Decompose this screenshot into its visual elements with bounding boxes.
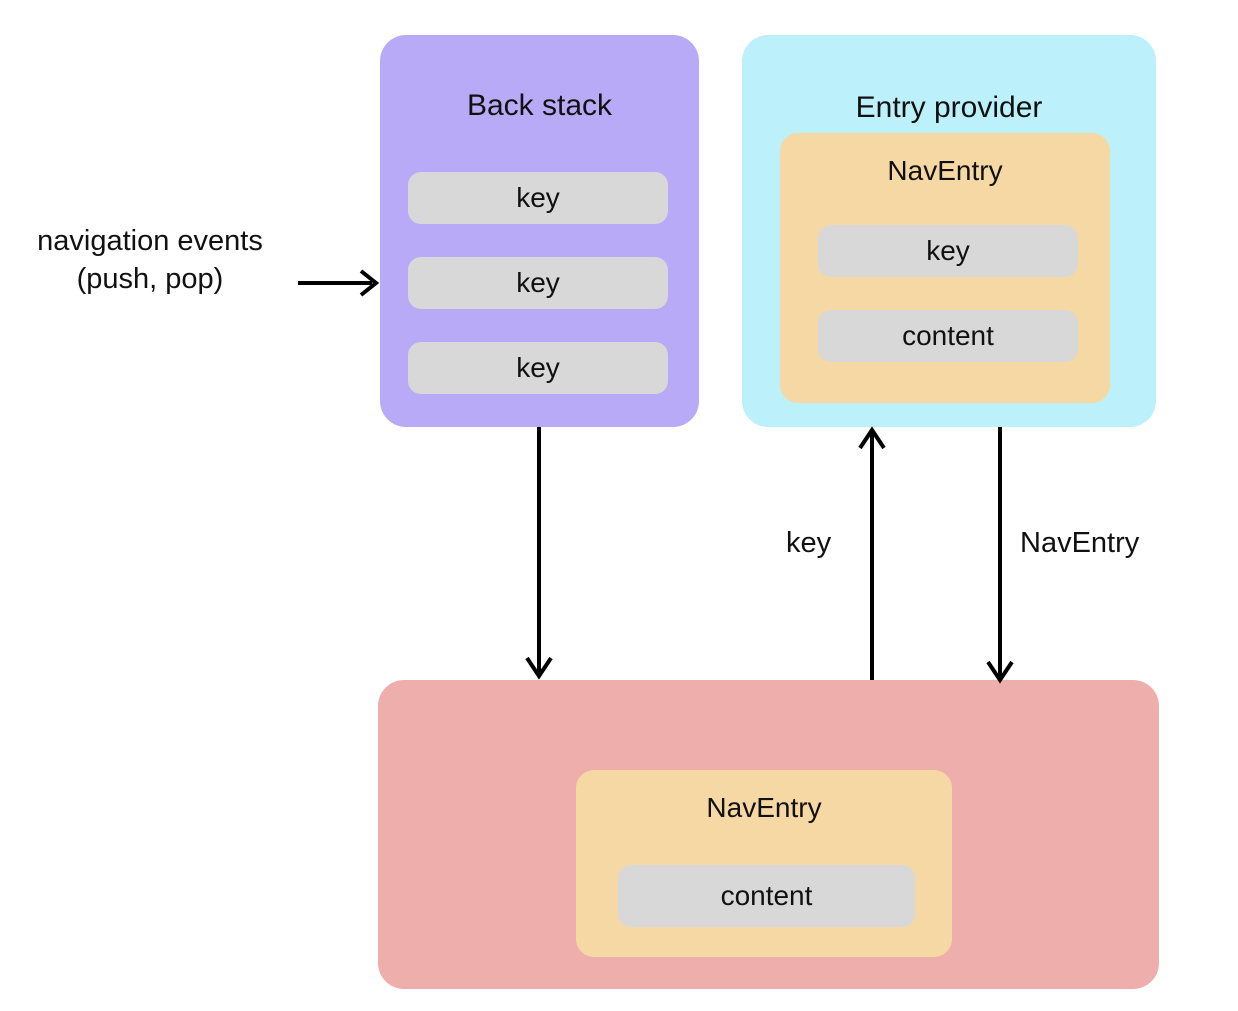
back-stack-key-pill: key xyxy=(408,257,668,309)
back-stack-title: Back stack xyxy=(466,89,613,122)
entry-provider-node: Entry provider NavEntry key content xyxy=(742,35,1156,427)
entry-provider-key-pill: key xyxy=(818,225,1078,277)
nav-entry-arrow xyxy=(986,427,1014,684)
nav-display-node: NavDisplay (default configuration) NavEn… xyxy=(378,680,1159,989)
nav-display-content-pill: content xyxy=(618,865,915,927)
nav-display-nav-entry-node: NavEntry content xyxy=(576,770,952,957)
back-stack-key-pill: key xyxy=(408,342,668,394)
entry-provider-title: Entry provider xyxy=(855,91,1043,124)
key-edge-label: key xyxy=(786,527,832,559)
nav-display-nav-entry-title: NavEntry xyxy=(706,792,822,823)
navigation-events-arrow xyxy=(298,269,380,297)
back-stack-key-pill: key xyxy=(408,172,668,224)
entry-provider-content-pill: content xyxy=(818,310,1078,362)
back-stack-node: Back stack key key key xyxy=(380,35,699,427)
navigation-events-label: navigation events (push, pop) xyxy=(37,225,263,296)
entry-provider-nav-entry-title: NavEntry xyxy=(887,155,1003,186)
entry-provider-nav-entry-node: NavEntry key content xyxy=(780,133,1110,403)
key-arrow xyxy=(858,426,886,680)
back-stack-to-nav-display-arrow xyxy=(525,427,553,680)
nav-entry-edge-label: NavEntry xyxy=(1020,527,1140,559)
